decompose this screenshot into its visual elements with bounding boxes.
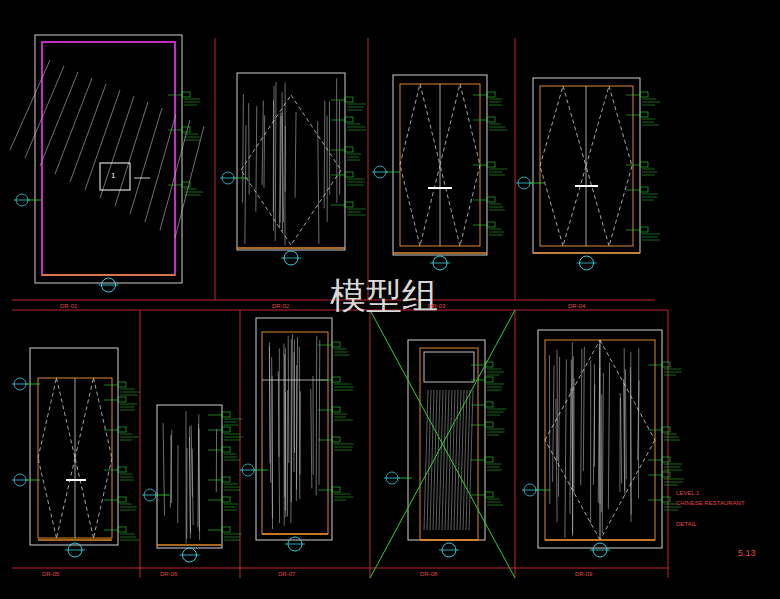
section-marker: 1 <box>111 172 115 180</box>
sheet-label: DR-05 <box>42 571 59 577</box>
watermark: 模型组 <box>330 278 438 314</box>
sheet-label: DR-07 <box>278 571 295 577</box>
sheet-label: DR-08 <box>420 571 437 577</box>
sheet-label: DR-06 <box>160 571 177 577</box>
sheet-label: DR-09 <box>575 571 592 577</box>
sheet-label: LEVEL 1 <box>676 490 699 496</box>
sheet-label: DR-01 <box>60 303 77 309</box>
sheet-label: DR-04 <box>568 303 585 309</box>
sheet-label: CHINESE RESTAURANT <box>676 500 745 506</box>
sheet-label: DETAIL <box>676 521 697 527</box>
sheet-label: 5.13 <box>738 549 756 558</box>
sheet-label: DR-02 <box>272 303 289 309</box>
sheet-label: DR-03 <box>428 303 445 309</box>
